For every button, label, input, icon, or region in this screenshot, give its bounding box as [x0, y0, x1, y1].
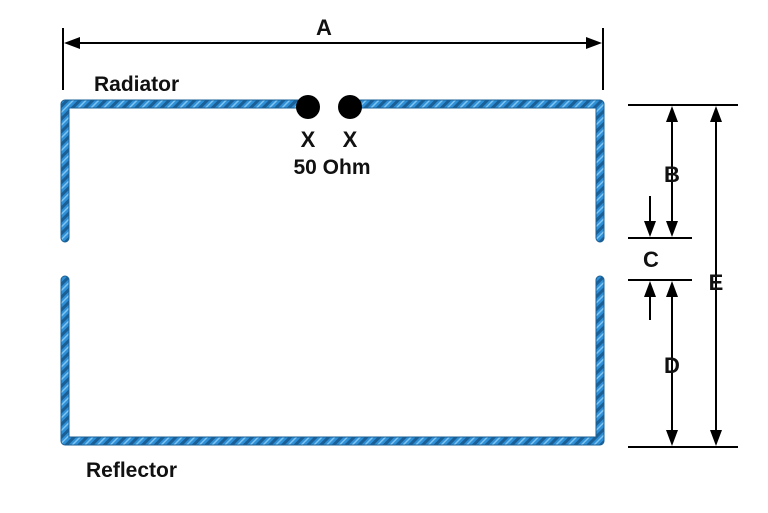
- radiator-wire-right: [351, 99, 605, 243]
- dimension-d: D: [664, 281, 680, 446]
- feed-point-right: [338, 95, 362, 119]
- dimension-e: E: [709, 106, 724, 446]
- reflector-wire: [60, 275, 605, 446]
- feed-label-left: X: [301, 127, 316, 152]
- reflector-wire-texture: [61, 276, 604, 445]
- dimension-d-label: D: [664, 353, 680, 378]
- radiator-wire-right-texture: [352, 100, 604, 242]
- radiator-wire-left: [60, 99, 305, 243]
- dimension-e-label: E: [709, 270, 724, 295]
- dimension-b-arrow-down: [666, 221, 678, 237]
- dimension-b-arrow-up: [666, 106, 678, 122]
- feed-point-left: [296, 95, 320, 119]
- dimension-a-arrow-left: [64, 37, 80, 49]
- dimension-a: A: [62, 15, 604, 90]
- radiator-label: Radiator: [94, 73, 179, 96]
- dimension-c-arrow-down: [644, 221, 656, 237]
- reflector-element: [60, 275, 605, 446]
- dimension-d-arrow-down: [666, 430, 678, 446]
- reflector-label: Reflector: [86, 459, 177, 482]
- dimension-a-label: A: [316, 15, 332, 40]
- dimension-c-label: C: [643, 247, 659, 272]
- feed-label-right: X: [343, 127, 358, 152]
- impedance-label: 50 Ohm: [293, 156, 370, 179]
- dimension-b-label: B: [664, 162, 680, 187]
- radiator-wire-left-texture: [61, 100, 304, 242]
- dimension-e-arrow-down: [710, 430, 722, 446]
- dimension-c-arrow-up: [644, 281, 656, 297]
- dimension-d-arrow-up: [666, 281, 678, 297]
- radiator-element: [60, 99, 605, 243]
- dimension-e-arrow-up: [710, 106, 722, 122]
- dimension-b: B: [664, 106, 680, 237]
- dimension-a-arrow-right: [586, 37, 602, 49]
- dimension-c: C: [643, 196, 659, 320]
